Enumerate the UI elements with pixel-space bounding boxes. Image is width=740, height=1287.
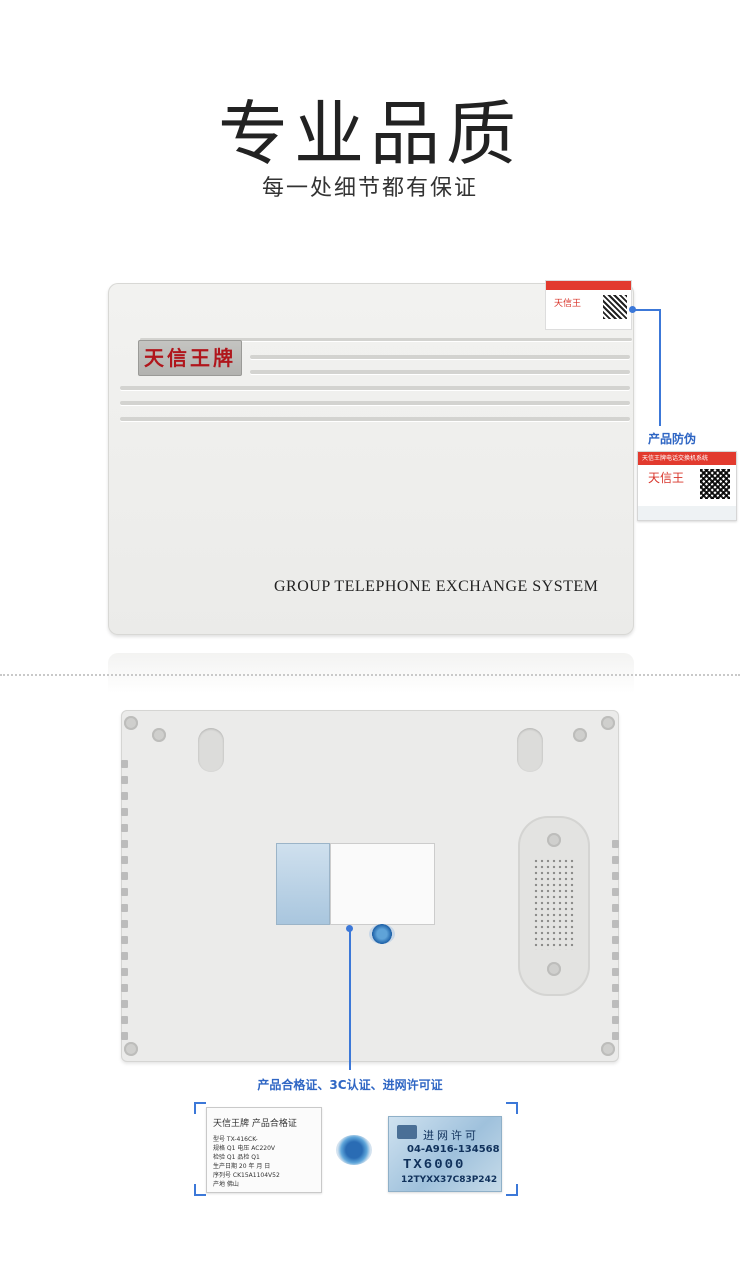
certificate-row: 规格 Q1 电压 AC220V (213, 1145, 276, 1152)
ccc-mark-icon (369, 924, 395, 944)
screw-icon (152, 728, 166, 742)
anti-counterfeit-sticker-small: 天信王 (545, 280, 632, 330)
certificate-title: 产品合格证 (251, 1119, 297, 1129)
callout-line (632, 309, 660, 311)
screw-icon (547, 962, 561, 976)
page-subtitle: 每一处细节都有保证 (261, 176, 478, 201)
product-certificate-card: 天信王牌 产品合格证 型号 TX-416CK- 规格 Q1 电压 AC220V … (206, 1107, 322, 1193)
certificate-label-small (330, 843, 435, 925)
section-divider (0, 674, 740, 676)
callout-line (659, 309, 661, 426)
device-front-reflection (108, 653, 634, 693)
bracket-corner (194, 1184, 206, 1196)
qr-code-icon (700, 469, 730, 499)
certificate-row: 型号 TX-416CK- (213, 1136, 258, 1143)
certificate-row: 检验 Q1 品检 Q1 (213, 1154, 260, 1161)
license-title: 进网许可 (423, 1129, 479, 1142)
certificate-row: 序列号 CK15A1104V52 (213, 1172, 280, 1179)
certificates-label: 产品合格证、3C认证、进网许可证 (257, 1078, 443, 1092)
qr-code-icon (603, 295, 627, 319)
license-serial: 12TYXX37C83P242 (401, 1175, 498, 1185)
license-logo-icon (397, 1125, 417, 1139)
ccc-certification-icon (336, 1135, 372, 1165)
page-title: 专业品质 (218, 93, 522, 175)
wall-mount-keyhole (517, 728, 543, 772)
anti-counterfeit-sticker-zoom: 天信王牌电话交换机系统 天信王 (637, 451, 737, 521)
screw-icon (601, 716, 615, 730)
network-license-label-small (276, 843, 330, 925)
brand-plate: 天信王牌 (138, 340, 242, 376)
wall-mount-keyhole (198, 728, 224, 772)
callout-line (349, 930, 351, 1070)
anti-counterfeit-label: 产品防伪 (648, 432, 697, 446)
license-number: 04-A916-134568 (407, 1144, 500, 1155)
bracket-corner (506, 1102, 518, 1114)
bracket-corner (506, 1184, 518, 1196)
screw-icon (547, 833, 561, 847)
network-license-card: 进网许可 04-A916-134568 TX6000 12TYXX37C83P2… (388, 1116, 502, 1192)
certificate-row: 生产日期 20 年 月 日 (213, 1163, 271, 1170)
screw-icon (124, 716, 138, 730)
certificate-row: 产地 佛山 (213, 1181, 239, 1188)
callout-dot (346, 925, 353, 932)
speaker-grille (533, 858, 575, 950)
license-model: TX6000 (403, 1157, 466, 1173)
sticker-brand-small: 天信王 (554, 299, 582, 309)
screw-icon (124, 1042, 138, 1056)
bracket-corner (194, 1102, 206, 1114)
sticker-brand: 天信王 (648, 471, 685, 485)
screw-icon (601, 1042, 615, 1056)
screw-icon (573, 728, 587, 742)
sticker-header: 天信王牌电话交换机系统 (638, 452, 736, 465)
certificate-brand: 天信王牌 (213, 1119, 250, 1129)
system-name-text: GROUP TELEPHONE EXCHANGE SYSTEM (274, 578, 599, 595)
